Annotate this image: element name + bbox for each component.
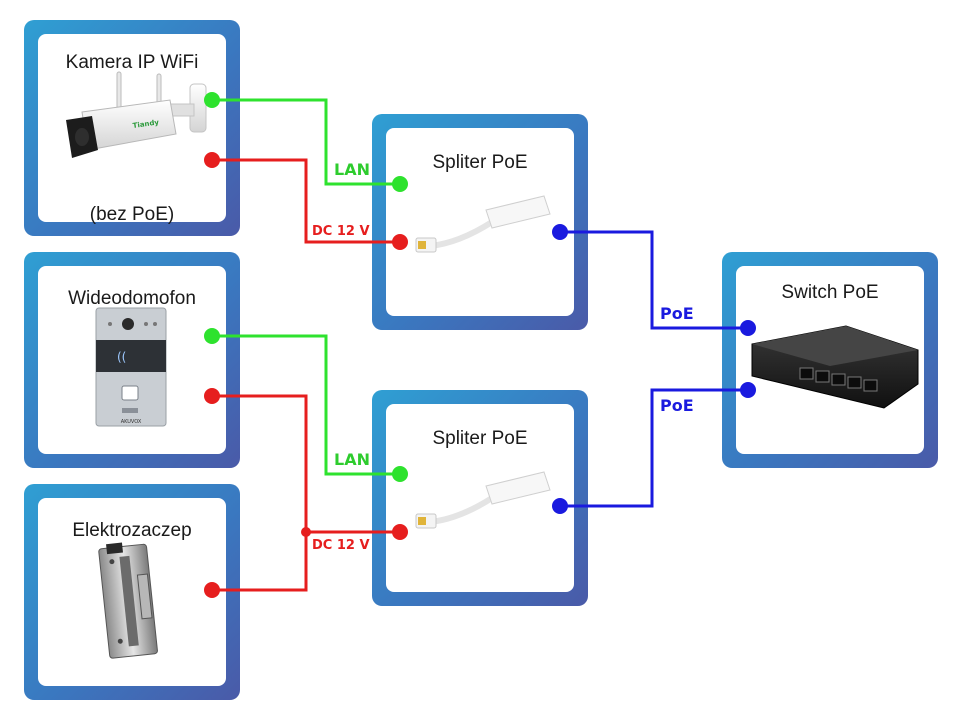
poe-wire-bottom (560, 388, 748, 508)
lan-wire-bottom (212, 334, 400, 476)
poe-label-top: PoE (660, 304, 694, 323)
poe-label-bottom: PoE (660, 396, 694, 415)
splitter-top-device (415, 195, 551, 253)
poe-switch-icon (751, 325, 919, 409)
dc-label-top: DC 12 V (312, 224, 370, 239)
splitter-bottom-panel: Spliter PoE (372, 390, 588, 606)
dc-label-bottom: DC 12 V (312, 538, 370, 553)
splitter-top-panel: Spliter PoE (372, 114, 588, 330)
connector-dots (204, 92, 756, 598)
poe-wire-top (560, 230, 748, 330)
lock-title: Elektrozaczep (72, 520, 192, 541)
electric-strike-lock-icon (98, 542, 158, 659)
intercom-title: Wideodomofon (68, 288, 196, 309)
video-intercom-icon: (( AKUVOX (95, 307, 167, 427)
camera-brand: Tiandy (132, 118, 160, 130)
camera-title: Kamera IP WiFi (65, 52, 199, 73)
dc-wire-top (212, 158, 400, 244)
dc-wire-bottom (212, 394, 400, 592)
splitter-bottom-device (415, 471, 551, 529)
intercom-brand: AKUVOX (121, 419, 142, 425)
camera-subtitle: (bez PoE) (89, 204, 175, 225)
splitter-bottom-title: Spliter PoE (432, 428, 528, 449)
wifi-bullet-camera-icon: Tiandy (66, 71, 207, 158)
lan-label-top: LAN (334, 160, 370, 179)
svg-text:((: (( (117, 350, 126, 364)
lan-wire-top (212, 98, 400, 186)
splitter-top-title: Spliter PoE (432, 152, 528, 173)
switch-title: Switch PoE (781, 282, 879, 303)
lan-label-bottom: LAN (334, 450, 370, 469)
